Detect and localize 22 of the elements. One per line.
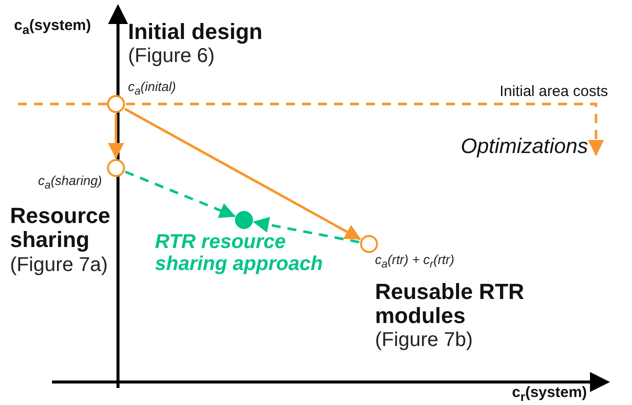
data-point: [107, 95, 125, 113]
heading-text: Resource sharing: [10, 204, 110, 252]
caption-text: (Figure 7a): [10, 255, 108, 277]
data-point: [107, 159, 125, 177]
axis-label: c$_{a}$(system): [14, 18, 91, 38]
formula-label: c$_{a}$(inital): [128, 80, 176, 98]
formula-label: c$_{a}$(rtr) + c$_{r}$(rtr): [375, 253, 454, 272]
arrow: [108, 114, 124, 159]
formula-label: c$_{a}$(sharing): [37, 174, 102, 192]
heading-text: Initial design: [128, 20, 262, 44]
heading-text: Reusable RTR modules: [375, 280, 525, 328]
heading-text: RTR resource sharing approach: [155, 232, 324, 276]
arrow: [124, 108, 362, 240]
axis-label: c$_{r}$(system): [512, 385, 587, 404]
caption-text: (Figure 6): [128, 46, 215, 68]
caption-text: (Figure 7b): [375, 330, 473, 352]
data-point: [235, 211, 253, 229]
annotation-text: Optimizations: [440, 136, 588, 159]
arrow: [126, 102, 604, 156]
arrow: [124, 170, 236, 218]
data-point: [360, 235, 378, 253]
arrow: [252, 216, 360, 244]
